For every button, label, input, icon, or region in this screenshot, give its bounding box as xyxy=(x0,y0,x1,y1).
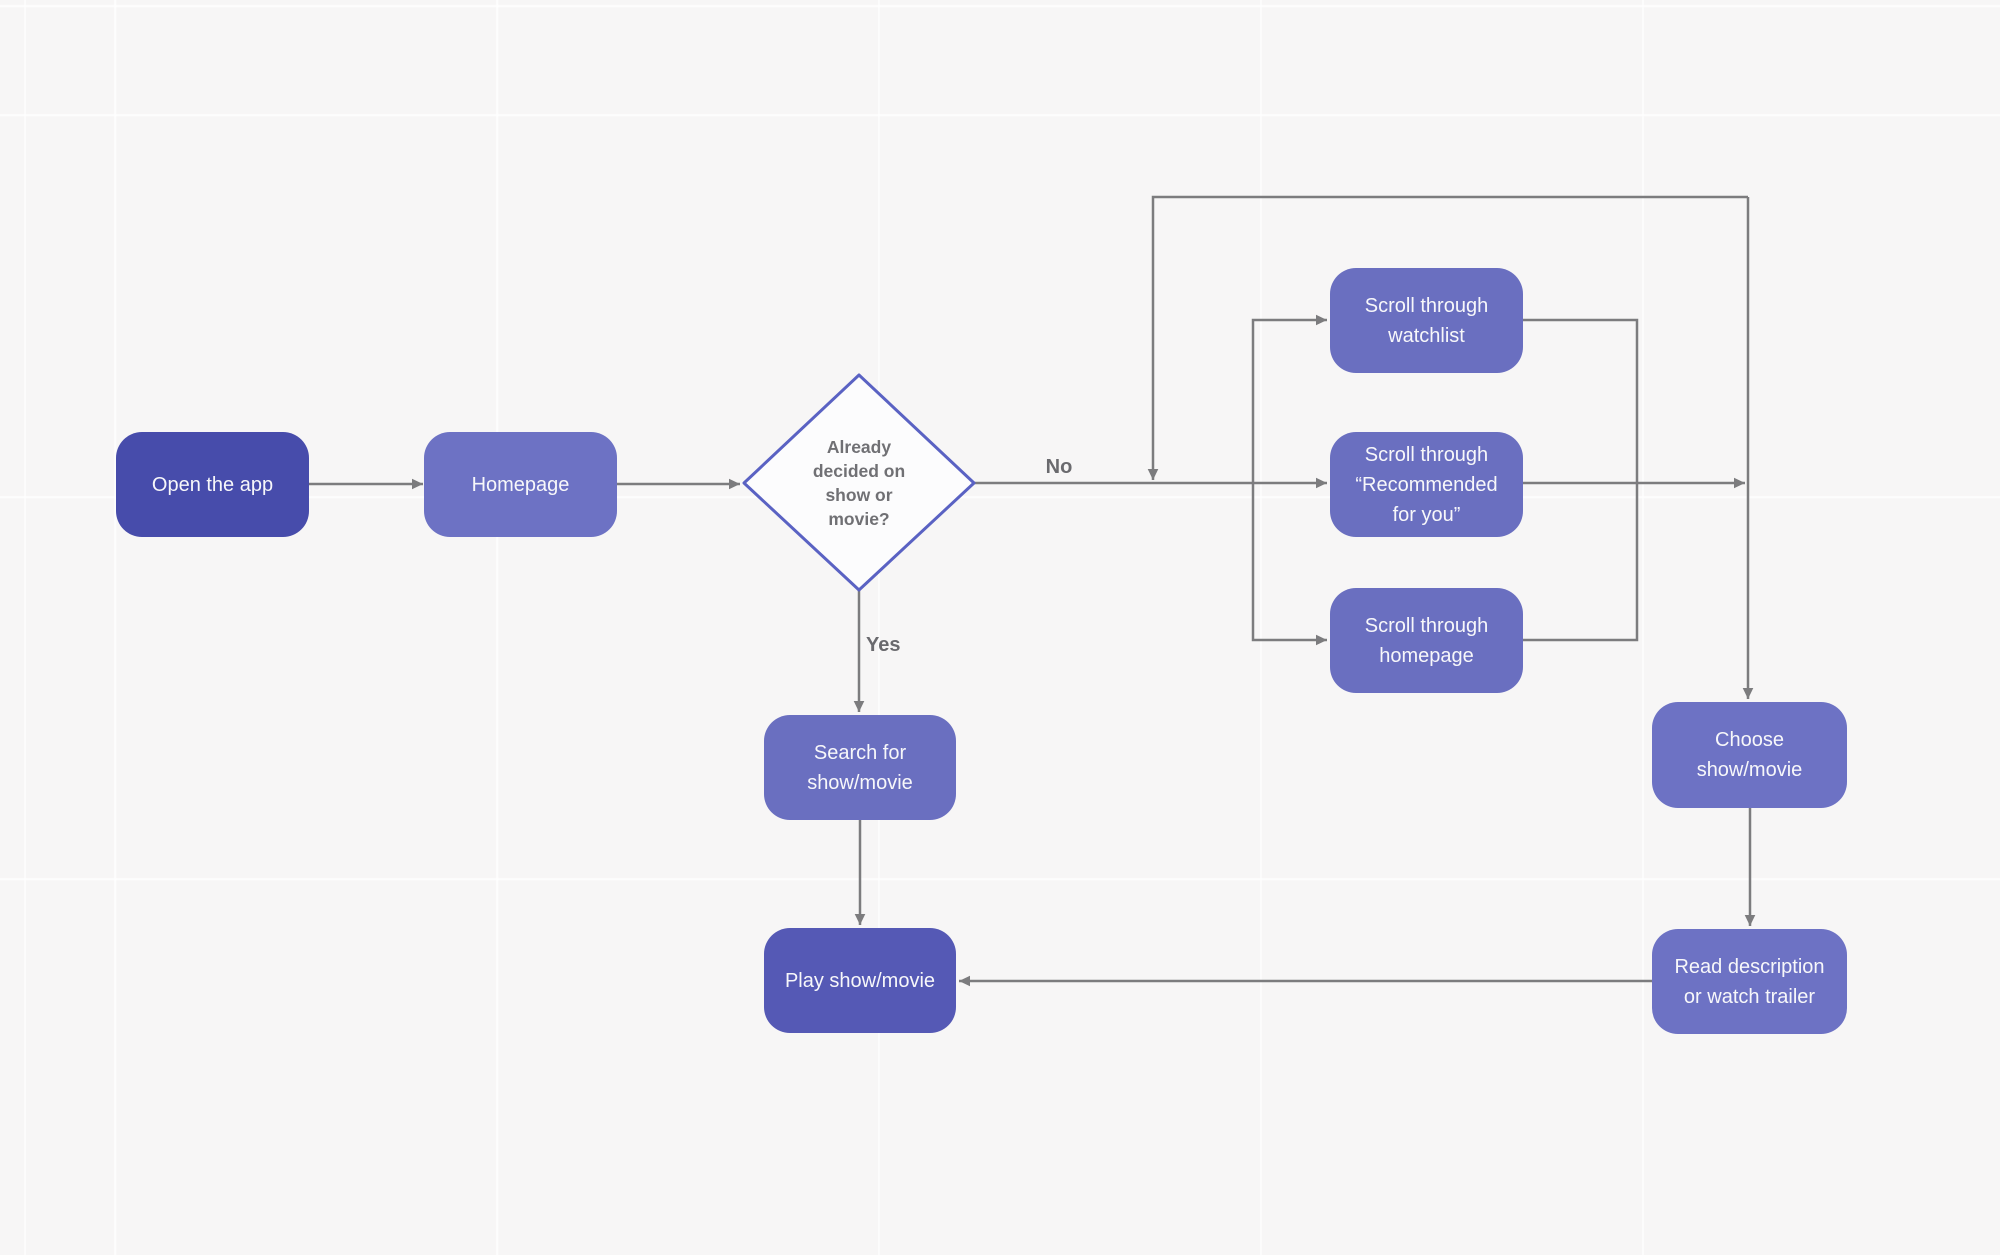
decision-diamond-shape[interactable] xyxy=(742,373,976,592)
node-decision-label: Already decided on show or movie? xyxy=(812,437,906,529)
node-read-description-label: Read description or watch trailer xyxy=(1674,955,1825,1008)
node-search-for-show-movie[interactable]: Search for show/movie xyxy=(764,715,956,820)
node-choose-show-movie[interactable]: Choose show/movie xyxy=(1652,702,1847,808)
node-homepage[interactable]: Homepage xyxy=(424,432,617,537)
node-scroll-through-recommended-label: Scroll through “Recommended for you” xyxy=(1355,443,1498,526)
node-play-show-movie-label: Play show/movie xyxy=(784,969,936,992)
node-scroll-through-watchlist-label: Scroll through watchlist xyxy=(1364,294,1489,347)
node-decision[interactable]: Already decided on show or movie? xyxy=(779,432,939,534)
node-scroll-through-watchlist[interactable]: Scroll through watchlist xyxy=(1330,268,1523,373)
node-open-the-app[interactable]: Open the app xyxy=(116,432,309,537)
node-homepage-label: Homepage xyxy=(471,473,570,496)
node-choose-show-movie-label: Choose show/movie xyxy=(1696,729,1803,781)
node-scroll-through-recommended[interactable]: Scroll through “Recommended for you” xyxy=(1330,432,1523,537)
node-search-for-show-movie-label: Search for show/movie xyxy=(807,741,913,794)
edge-label-yes[interactable]: Yes xyxy=(866,634,901,656)
edge-branch-to-watchlist[interactable] xyxy=(1251,314,1327,483)
edge-branch-to-scroll-homepage[interactable] xyxy=(1251,483,1327,646)
node-read-description-or-watch-trailer[interactable]: Read description or watch trailer xyxy=(1652,929,1847,1034)
node-scroll-through-homepage[interactable]: Scroll through homepage xyxy=(1330,588,1523,693)
edge-label-no[interactable]: No xyxy=(1045,456,1073,478)
edge-watchlist-homepage-merge[interactable] xyxy=(1523,318,1639,642)
node-scroll-through-homepage-label: Scroll through homepage xyxy=(1364,614,1489,667)
edge-loop-back-to-no-line[interactable] xyxy=(1147,195,1748,480)
node-open-the-app-label: Open the app xyxy=(151,473,274,496)
node-play-show-movie[interactable]: Play show/movie xyxy=(764,928,956,1033)
